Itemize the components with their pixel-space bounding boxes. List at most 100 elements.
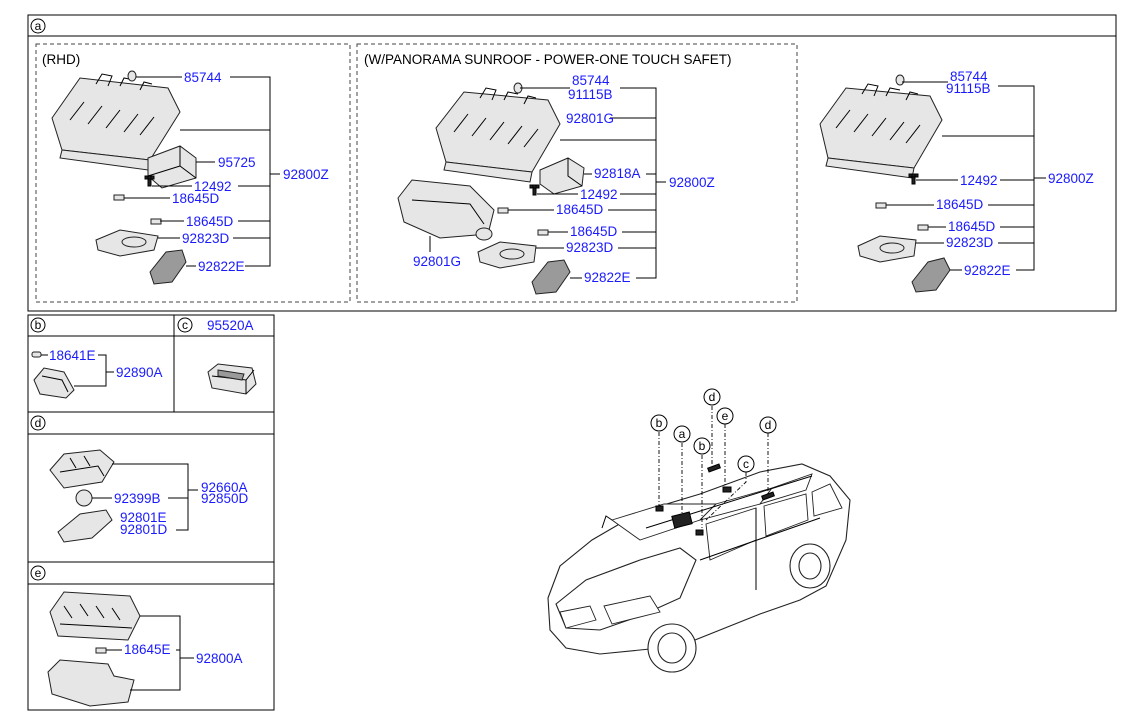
rhd-part-95725: 95725 <box>218 155 256 170</box>
rhd-part-92822e: 92822E <box>198 259 245 274</box>
svg-text:d: d <box>709 390 716 404</box>
car-console-marker <box>671 511 693 529</box>
section-c-letter: c <box>182 318 188 332</box>
rhd-bulb-2 <box>150 218 162 225</box>
panorama-box <box>356 43 798 303</box>
car-callout-c <box>737 455 755 473</box>
section-c-marker <box>177 317 193 333</box>
car-callout-a <box>673 425 691 443</box>
rhd-title: (RHD) <box>42 52 80 67</box>
e-lens <box>47 659 135 707</box>
std-console-housing <box>819 83 943 179</box>
car-callout-d-2 <box>759 416 777 434</box>
e-part-18645e: 18645E <box>124 642 171 657</box>
d-switch <box>75 489 93 507</box>
panorama-bulb-1 <box>497 207 509 214</box>
svg-text:c: c <box>743 457 749 471</box>
b-lamp <box>33 367 75 399</box>
panorama-part-18645d-2: 18645D <box>570 224 618 239</box>
rhd-module <box>147 145 197 189</box>
std-part-18645d-1: 18645D <box>936 197 984 212</box>
svg-text:b: b <box>656 416 663 430</box>
std-leaders <box>886 81 1046 271</box>
section-a-marker <box>30 18 46 34</box>
section-e-marker <box>30 565 46 581</box>
e-part-92800a: 92800A <box>196 651 243 666</box>
std-screw <box>908 173 919 185</box>
svg-text:b: b <box>699 439 706 453</box>
b-part-18641e: 18641E <box>49 348 96 363</box>
car-callout-e <box>716 407 734 425</box>
e-leaders <box>106 615 194 691</box>
rhd-screw <box>144 175 155 187</box>
rhd-part-85744: 85744 <box>184 70 222 85</box>
d-part-92660a: 92660A <box>201 480 248 495</box>
panorama-part-92822e: 92822E <box>584 270 631 285</box>
std-part-18645d-2: 18645D <box>948 219 996 234</box>
d-part-92850d: 92850D <box>201 491 249 506</box>
panorama-title: (W/PANORAMA SUNROOF - POWER-ONE TOUCH SA… <box>364 52 732 67</box>
std-bulb-2 <box>917 224 929 231</box>
panorama-part-18645d-1: 18645D <box>556 202 604 217</box>
svg-text:a: a <box>679 427 686 441</box>
panorama-part-92823d: 92823D <box>566 240 614 255</box>
panorama-part-85744: 85744 <box>572 73 610 88</box>
d-part-92801e: 92801E <box>120 510 167 525</box>
rhd-bulb-1 <box>113 194 125 201</box>
rhd-part-12492: 12492 <box>194 179 232 194</box>
rhd-leaders <box>124 76 280 267</box>
section-a-frame <box>27 14 1117 312</box>
panorama-assembly: 92800Z <box>669 175 715 190</box>
rhd-lens-lower <box>149 249 187 285</box>
panorama-leaders <box>429 87 666 279</box>
section-b-marker <box>30 317 46 333</box>
rhd-console-housing <box>51 73 181 171</box>
std-assembly: 92800Z <box>1048 171 1094 186</box>
d-part-92801d: 92801D <box>120 522 168 537</box>
car-callout-b-1 <box>650 414 668 432</box>
panorama-lens-lower <box>531 259 571 295</box>
b-leaders <box>41 354 114 387</box>
panorama-bulb-2 <box>537 229 549 236</box>
car-callout-d-1 <box>703 388 721 406</box>
std-part-12492: 12492 <box>960 173 998 188</box>
panorama-console-housing <box>435 87 561 183</box>
std-part-85744: 85744 <box>950 69 988 84</box>
std-bulb-1 <box>875 202 887 209</box>
c-part-95520a: 95520A <box>207 318 254 333</box>
d-leaders <box>92 463 198 531</box>
rhd-assembly: 92800Z <box>283 167 329 182</box>
panorama-part-12492: 12492 <box>580 187 618 202</box>
std-clip <box>895 74 905 86</box>
d-part-92399b: 92399B <box>114 491 161 506</box>
std-part-91115b: 91115B <box>946 81 991 96</box>
section-e-frame <box>27 561 275 711</box>
std-lens-lower <box>911 257 951 293</box>
section-a-letter: a <box>35 19 42 33</box>
rhd-part-18645d-1: 18645D <box>172 191 220 206</box>
e-housing <box>49 591 141 641</box>
b-part-92890a: 92890A <box>116 365 163 380</box>
rhd-clip <box>127 70 137 82</box>
section-d-marker <box>30 415 46 431</box>
section-b-frame <box>27 314 175 413</box>
c-lamp <box>207 363 257 395</box>
car-lamp-b1 <box>655 505 664 512</box>
rhd-box <box>35 43 351 303</box>
svg-text:e: e <box>722 409 729 423</box>
e-bulb <box>95 647 107 654</box>
panorama-part-92801g: 92801G <box>566 111 614 126</box>
std-part-92822e: 92822E <box>964 263 1011 278</box>
rhd-part-18645d-2: 18645D <box>186 214 234 229</box>
std-part-92823d: 92823D <box>946 235 994 250</box>
car-callout-lines <box>658 406 769 528</box>
panorama-part-92818a: 92818A <box>594 166 641 181</box>
panorama-module <box>539 157 585 195</box>
section-b-letter: b <box>35 318 42 332</box>
panorama-part-91115b: 91115B <box>568 87 613 102</box>
panorama-screw <box>529 184 540 196</box>
d-lens <box>57 509 113 543</box>
b-bulb <box>31 351 42 358</box>
rhd-part-92823d: 92823D <box>182 231 230 246</box>
car-illustration <box>547 463 851 673</box>
